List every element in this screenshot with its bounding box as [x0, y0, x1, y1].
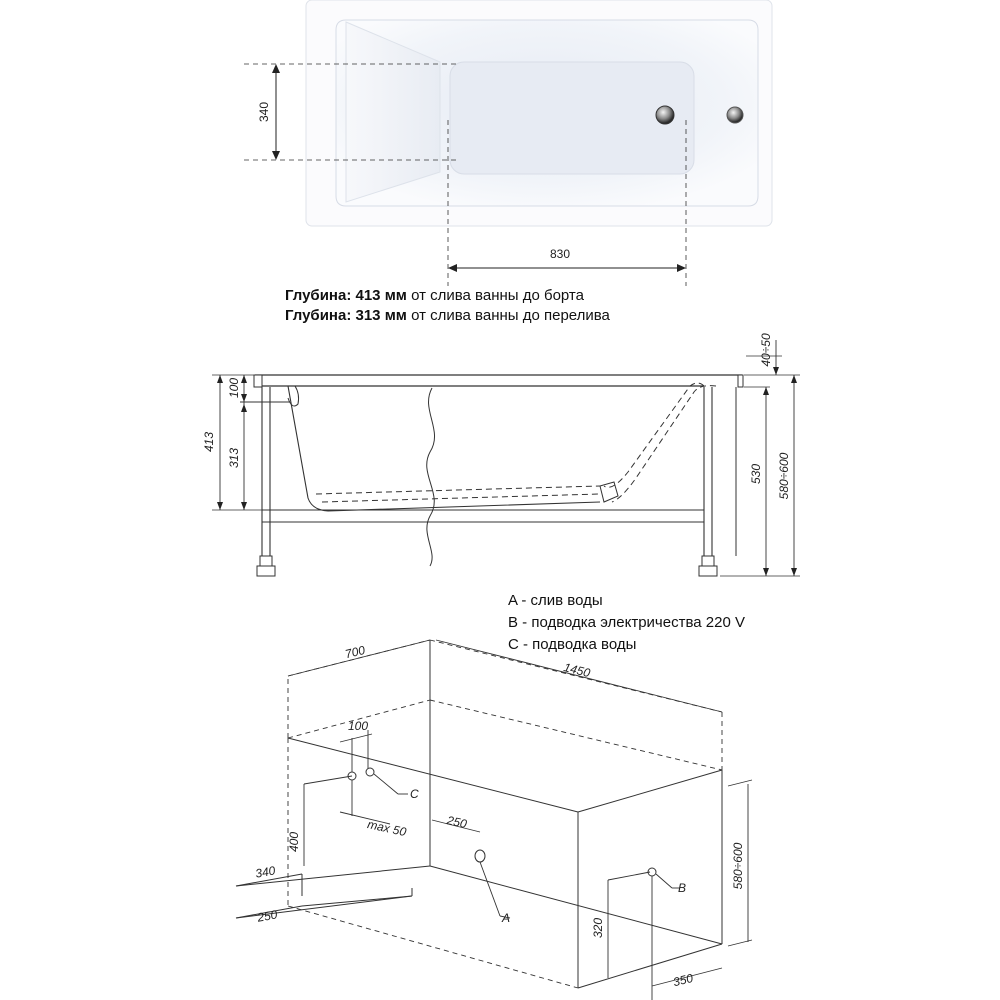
tub-backrest	[345, 21, 441, 203]
side-view-arrows	[217, 367, 797, 576]
install-dim-power-height: 320	[591, 918, 605, 938]
install-dim-width: 700	[344, 643, 367, 662]
side-dim-body-height: 530	[749, 464, 763, 484]
install-dim-power-offset: 350	[672, 971, 695, 990]
side-view	[212, 340, 800, 577]
side-dim-rim: 100	[227, 378, 241, 398]
depth-text: от слива ванны до перелива	[411, 307, 610, 324]
side-dim-total-depth: 413	[202, 432, 216, 452]
drain-icon	[655, 105, 675, 125]
depth-value: 313 мм	[355, 307, 407, 324]
depth-label: Глубина:	[285, 287, 352, 304]
marker-a: A	[501, 911, 510, 925]
install-dim-side-340: 340	[254, 863, 276, 880]
install-dim-tap-height: 400	[287, 832, 301, 852]
marker-b: B	[678, 881, 686, 895]
marker-c: C	[410, 787, 419, 801]
side-dim-leg-adjust: 40÷50	[759, 333, 773, 367]
install-dim-drain-offset: 250	[445, 813, 469, 831]
legend-item-drain: A - слив воды	[508, 592, 603, 609]
overflow-knob-icon	[726, 106, 744, 124]
install-dim-side-250: 250	[255, 907, 278, 924]
tub-floor-mat	[449, 61, 695, 175]
side-dim-total-height: 580÷600	[777, 452, 791, 499]
install-view	[235, 639, 753, 1000]
install-dim-total-height: 580÷600	[731, 842, 745, 889]
depth-info-overflow: Глубина: 313 мм от слива ванны до перели…	[285, 307, 610, 324]
install-dim-max: max 50	[366, 817, 408, 839]
install-dim-tap-spacing: 100	[348, 719, 368, 733]
legend-item-water: C - подводка воды	[508, 636, 637, 653]
depth-text: от слива ванны до борта	[411, 287, 584, 304]
plan-dim-length: 830	[550, 247, 570, 261]
depth-label: Глубина:	[285, 307, 352, 324]
plan-view: 340 830	[244, 0, 773, 286]
side-dim-overflow-depth: 313	[227, 448, 241, 468]
plan-dim-width: 340	[257, 102, 271, 122]
legend-item-power: B - подводка электричества 220 V	[508, 614, 745, 631]
install-dim-length: 1450	[562, 660, 592, 680]
depth-value: 413 мм	[355, 287, 407, 304]
depth-info-rim: Глубина: 413 мм от слива ванны до борта	[285, 287, 584, 304]
